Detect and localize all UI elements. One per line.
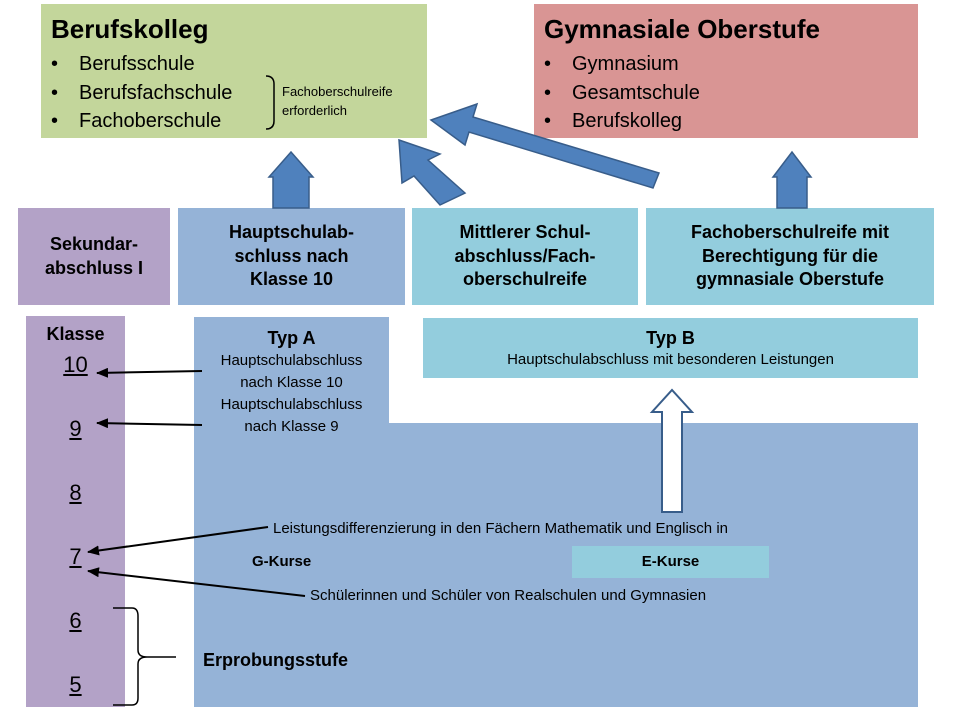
fachoberschulreife-line2: Berechtigung für die [701, 245, 878, 266]
fachoberschulreife-line1: Fachoberschulreife mit [690, 222, 890, 243]
fachoberschulreife-line3: gymnasiale Oberstufe [695, 269, 885, 290]
klasse-9: 9 [69, 416, 82, 441]
arrow-to-klasse-7-lower [87, 567, 306, 597]
list-item: Berufsfachschule [43, 79, 232, 108]
list-item: Fachoberschule [43, 107, 232, 136]
typ-a-line2: nach Klasse 10 [240, 374, 343, 391]
fachoberschulreife-note-line1: Fachoberschulreife [282, 84, 393, 99]
arrow-to-klasse-10 [96, 367, 203, 378]
hauptschulabschluss-box: Hauptschulab- schluss nach Klasse 10 [178, 208, 405, 305]
sekundarabschluss-line2: abschluss I [44, 257, 144, 278]
hauptschulabschluss-line1: Hauptschulab- [228, 222, 354, 243]
list-item: Gesamtschule [536, 79, 700, 108]
gymnasiale-oberstufe-list: Gymnasium Gesamtschule Berufskolleg [536, 50, 700, 136]
typ-a-line4: nach Klasse 9 [244, 418, 339, 435]
klasse-7: 7 [69, 544, 82, 569]
list-item: Gymnasium [536, 50, 700, 79]
gymnasiale-oberstufe-box: Gymnasiale Oberstufe Gymnasium Gesamtsch… [534, 4, 918, 138]
klasse-label: Klasse [46, 324, 105, 344]
fachoberschulreife-box: Fachoberschulreife mit Berechtigung für … [646, 208, 934, 305]
berufskolleg-box: Berufskolleg Berufsschule Berufsfachschu… [41, 4, 427, 138]
mittlerer-schulabschluss-line1: Mittlerer Schul- [459, 222, 591, 243]
main-area [194, 423, 918, 707]
erprobungsstufe-label: Erprobungsstufe [203, 650, 349, 670]
klasse-6: 6 [69, 608, 82, 633]
klasse-column: Klasse 10 9 8 7 6 5 [26, 316, 125, 707]
erprobungsstufe-brace [113, 607, 176, 706]
fachoberschulreife-note-line2: erforderlich [282, 103, 348, 118]
e-kurse-box: E-Kurse [572, 546, 769, 578]
e-kurse-label: E-Kurse [641, 553, 700, 570]
sekundarabschluss-line1: Sekundar- [49, 234, 138, 254]
typ-b-subtitle: Hauptschulabschluss mit besonderen Leist… [507, 351, 834, 368]
sekundarabschluss-box: Sekundar- abschluss I [18, 208, 170, 305]
typ-a-line1: Hauptschulabschluss [220, 352, 363, 369]
gymnasiale-oberstufe-title: Gymnasiale Oberstufe [544, 14, 820, 44]
typ-a-block: Typ A Hauptschulabschluss nach Klasse 10… [194, 326, 389, 438]
typ-b-title: Typ B [646, 328, 695, 348]
typ-a-line3: Hauptschulabschluss [220, 396, 363, 413]
diagonal-arrow-icon [429, 102, 661, 189]
hollow-up-arrow-icon [649, 388, 695, 513]
list-item: Berufsschule [43, 50, 232, 79]
berufskolleg-list: Berufsschule Berufsfachschule Fachobersc… [43, 50, 232, 136]
leistungsdifferenzierung-text: Leistungsdifferenzierung in den Fächern … [273, 520, 728, 537]
typ-a-title: Typ A [267, 328, 316, 348]
up-arrow-icon [771, 150, 813, 209]
berufskolleg-title: Berufskolleg [51, 14, 209, 44]
mittlerer-schulabschluss-line3: oberschulreife [462, 269, 588, 290]
diagonal-arrow-icon [398, 138, 467, 206]
schueler-text: Schülerinnen und Schüler von Realschulen… [310, 587, 707, 604]
list-item: Berufskolleg [536, 107, 700, 136]
mittlerer-schulabschluss-line2: abschluss/Fach- [454, 245, 596, 266]
up-arrow-icon [267, 150, 315, 209]
klasse-10: 10 [63, 352, 88, 377]
g-kurse-label: G-Kurse [252, 553, 312, 570]
fachoberschulreife-brace [265, 75, 275, 130]
typ-b-box: Typ B Hauptschulabschluss mit besonderen… [423, 318, 918, 378]
hauptschulabschluss-line2: schluss nach [234, 245, 349, 266]
arrow-to-klasse-7-upper [87, 526, 269, 556]
klasse-8: 8 [69, 480, 82, 505]
klasse-5: 5 [69, 672, 82, 697]
mittlerer-schulabschluss-box: Mittlerer Schul- abschluss/Fach- obersch… [412, 208, 638, 305]
typ-a-column [194, 317, 389, 423]
arrow-to-klasse-9 [96, 418, 203, 429]
hauptschulabschluss-line3: Klasse 10 [249, 269, 334, 290]
